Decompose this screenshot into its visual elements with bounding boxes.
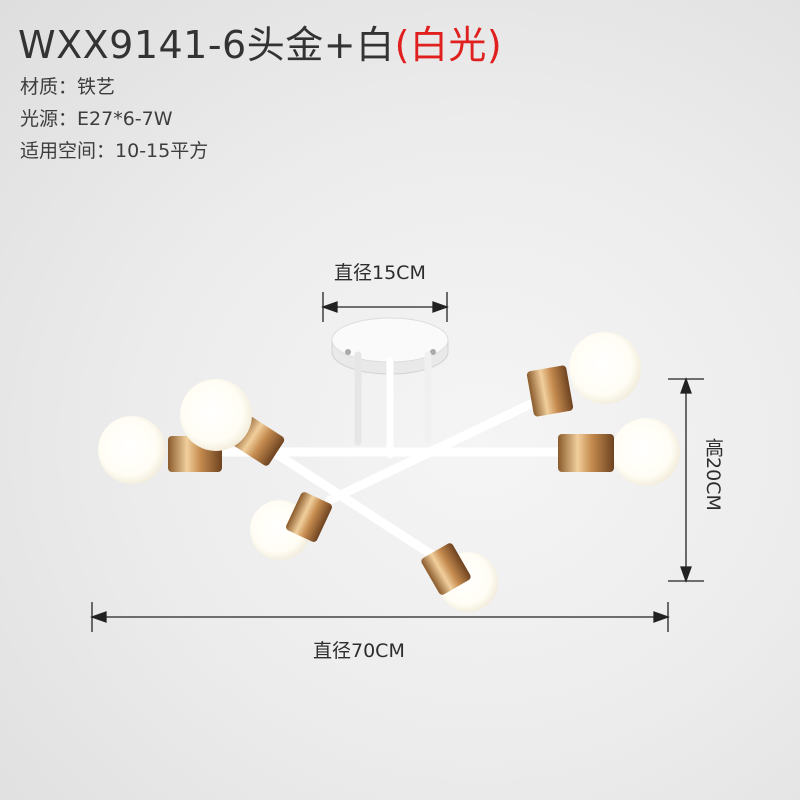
total-diameter-label: 直径70CM bbox=[313, 640, 405, 662]
bulb-lower-left bbox=[250, 492, 332, 560]
spec-value: 铁艺 bbox=[77, 76, 116, 98]
product-title: WXX9141-6头金+白(白光) bbox=[18, 14, 502, 69]
spec-space: 适用空间：10-15平方 bbox=[20, 136, 208, 163]
bulb-upper-left bbox=[180, 379, 285, 466]
spec-light-source: 光源：E27*6-7W bbox=[20, 104, 173, 131]
bulb-lower-center bbox=[421, 543, 498, 612]
bulb-upper-right bbox=[526, 332, 641, 417]
dimension-arrows bbox=[90, 292, 704, 632]
canopy-diameter-label: 直径15CM bbox=[334, 262, 426, 284]
spec-label: 材质： bbox=[20, 76, 78, 98]
spec-value: E27*6-7W bbox=[77, 108, 173, 130]
spec-value: 10-15平方 bbox=[115, 140, 209, 162]
height-label: 高20CM bbox=[702, 438, 724, 511]
light-color-label: (白光) bbox=[394, 23, 503, 67]
product-model: WXX9141-6头金+白 bbox=[18, 23, 395, 67]
spec-label: 光源： bbox=[20, 108, 78, 130]
spec-material: 材质：铁艺 bbox=[20, 72, 115, 99]
spec-label: 适用空间： bbox=[20, 140, 116, 162]
bulb-right bbox=[558, 418, 680, 486]
